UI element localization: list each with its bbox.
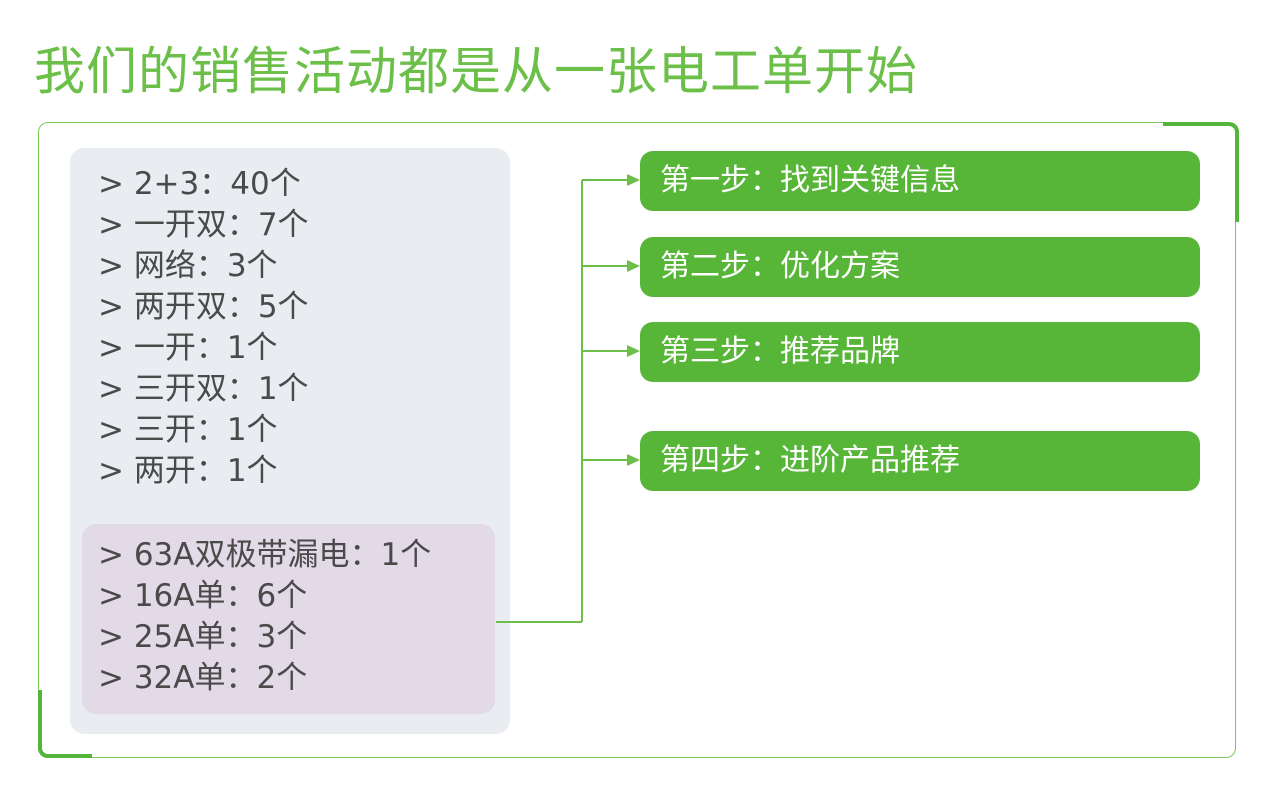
step-1-box: 第一步：找到关键信息 — [640, 151, 1200, 211]
list-item: > 2+3：40个 — [98, 166, 301, 202]
arrow-head-icon — [627, 174, 640, 186]
breaker-list-panel — [82, 524, 495, 714]
step-2-box: 第二步：优化方案 — [640, 237, 1200, 297]
list-item: > 32A单：2个 — [98, 660, 308, 696]
list-item: > 网络：3个 — [98, 248, 278, 284]
list-item: > 63A双极带漏电：1个 — [98, 537, 432, 573]
step-4-box: 第四步：进阶产品推荐 — [640, 431, 1200, 491]
arrow-head-icon — [627, 454, 640, 466]
list-item: > 25A单：3个 — [98, 619, 308, 655]
list-item: > 三开双：1个 — [98, 371, 309, 407]
list-item: > 两开双：5个 — [98, 289, 309, 325]
electrical-item-list: > 2+3：40个 > 一开双：7个 > 网络：3个 > 两开双：5个 > 一开… — [98, 164, 309, 492]
page-title: 我们的销售活动都是从一张电工单开始 — [34, 43, 919, 102]
list-item: > 一开：1个 — [98, 330, 278, 366]
breaker-item-list: > 63A双极带漏电：1个 > 16A单：6个 > 25A单：3个 > 32A单… — [98, 535, 431, 699]
arrow-head-icon — [627, 345, 640, 357]
content-frame — [38, 122, 1236, 758]
list-item: > 两开：1个 — [98, 453, 278, 489]
frame-corner-accent-top-right — [1163, 122, 1239, 222]
frame-corner-accent-bottom-left — [38, 690, 92, 758]
step-3-box: 第三步：推荐品牌 — [640, 322, 1200, 382]
list-item: > 16A单：6个 — [98, 578, 308, 614]
list-item: > 三开：1个 — [98, 412, 278, 448]
arrow-head-icon — [627, 260, 640, 272]
list-item: > 一开双：7个 — [98, 207, 309, 243]
